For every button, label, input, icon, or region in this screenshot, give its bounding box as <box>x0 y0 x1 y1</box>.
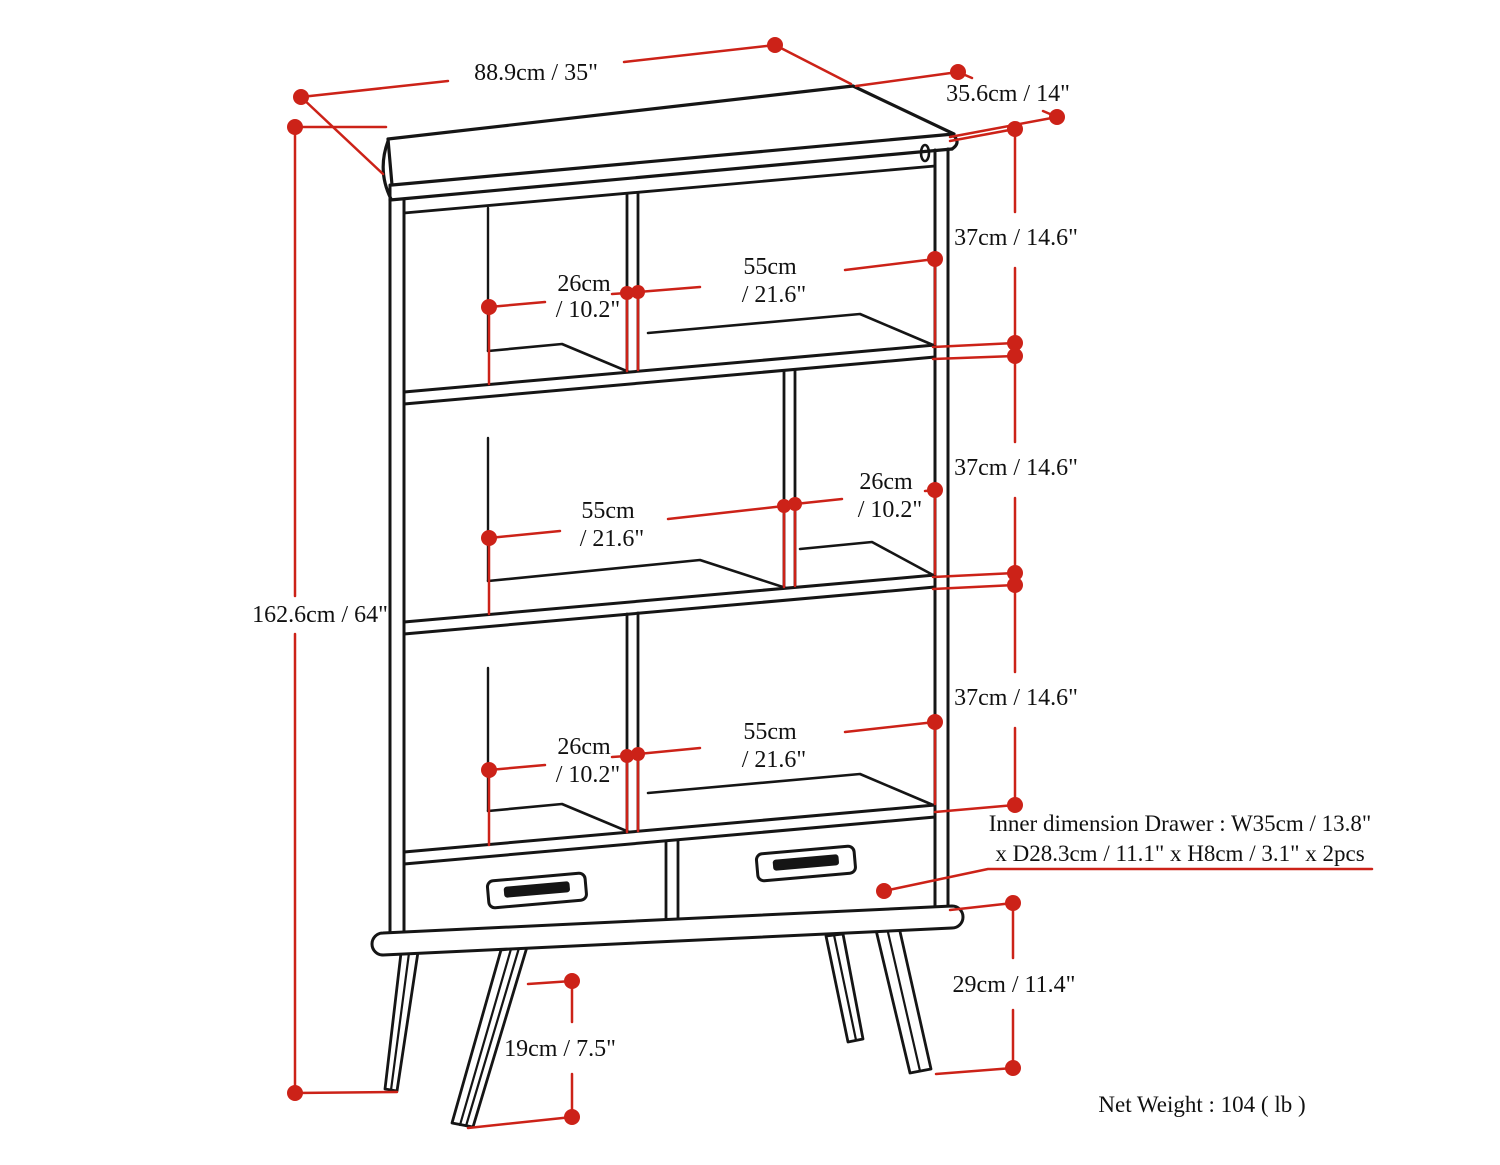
divider-bottom-section <box>625 611 640 834</box>
dim-large-cubby-bottom-line1: 55cm <box>743 719 797 745</box>
dim-top-width <box>293 37 853 176</box>
dim-section-heights <box>931 121 1023 814</box>
dim-large-cubby-bottom-line2: / 21.6" <box>742 747 806 773</box>
top-slab <box>381 84 959 202</box>
dim-drawer-note-leader <box>876 867 1374 899</box>
divider-top-section <box>625 191 640 374</box>
dim-small-cubby-mid-line2: / 10.2" <box>858 497 922 523</box>
dim-base-height-label: 29cm / 11.4" <box>953 972 1076 998</box>
leg-rear-left <box>383 950 420 1093</box>
drawer-note-line2: x D28.3cm / 11.1" x H8cm / 3.1" x 2pcs <box>995 841 1364 866</box>
dimension-lines <box>287 37 1374 1130</box>
dim-section-height-label-3: 37cm / 14.6" <box>954 685 1078 711</box>
drawer-gap <box>664 839 680 922</box>
dim-top-depth <box>854 64 1065 139</box>
dim-small-cubby-bottom-line1: 26cm <box>557 734 611 760</box>
dim-overall-height-label: 162.6cm / 64" <box>252 602 388 628</box>
dim-small-cubby-top-line1: 26cm <box>557 271 611 297</box>
left-side-panel <box>388 183 406 936</box>
dim-small-cubby-top-line2: / 10.2" <box>556 297 620 323</box>
dim-small-cubby-bottom-line2: / 10.2" <box>556 762 620 788</box>
legs <box>383 925 933 1129</box>
dim-leg-height <box>466 973 580 1130</box>
shelf-1 <box>402 343 937 406</box>
shelf-2 <box>402 573 937 636</box>
drawer-handle-left <box>485 871 588 910</box>
net-weight-label: Net Weight : 104 ( lb ) <box>1098 1092 1305 1117</box>
dim-large-cubby-top-line2: / 21.6" <box>742 282 806 308</box>
dim-top-depth-label: 35.6cm / 14" <box>946 81 1070 107</box>
drawers <box>485 839 857 922</box>
dim-leg-height-label: 19cm / 7.5" <box>504 1036 616 1062</box>
dimension-labels: 88.9cm / 35" 35.6cm / 14" 162.6cm / 64" … <box>252 60 1371 1117</box>
bookcase-line-art <box>370 84 965 1129</box>
dim-top-width-label: 88.9cm / 35" <box>474 60 598 86</box>
dim-large-cubby-mid-line2: / 21.6" <box>580 526 644 552</box>
dim-base-height <box>934 895 1021 1076</box>
dim-middle-section-widths <box>481 482 943 616</box>
dim-small-cubby-mid-line1: 26cm <box>859 469 913 495</box>
dim-overall-height <box>287 119 399 1101</box>
dim-large-cubby-mid-line1: 55cm <box>581 498 635 524</box>
dim-top-section-widths <box>481 251 943 386</box>
drawer-note-line1: Inner dimension Drawer : W35cm / 13.8" <box>989 811 1372 836</box>
dim-large-cubby-top-line1: 55cm <box>743 254 797 280</box>
dim-section-height-label-2: 37cm / 14.6" <box>954 455 1078 481</box>
shelf-3 <box>402 803 937 866</box>
dim-section-height-label-1: 37cm / 14.6" <box>954 225 1078 251</box>
base-rail <box>370 904 965 957</box>
drawer-handle-right <box>754 844 857 883</box>
dim-bottom-section-widths <box>481 714 943 847</box>
divider-middle-section <box>782 368 797 590</box>
